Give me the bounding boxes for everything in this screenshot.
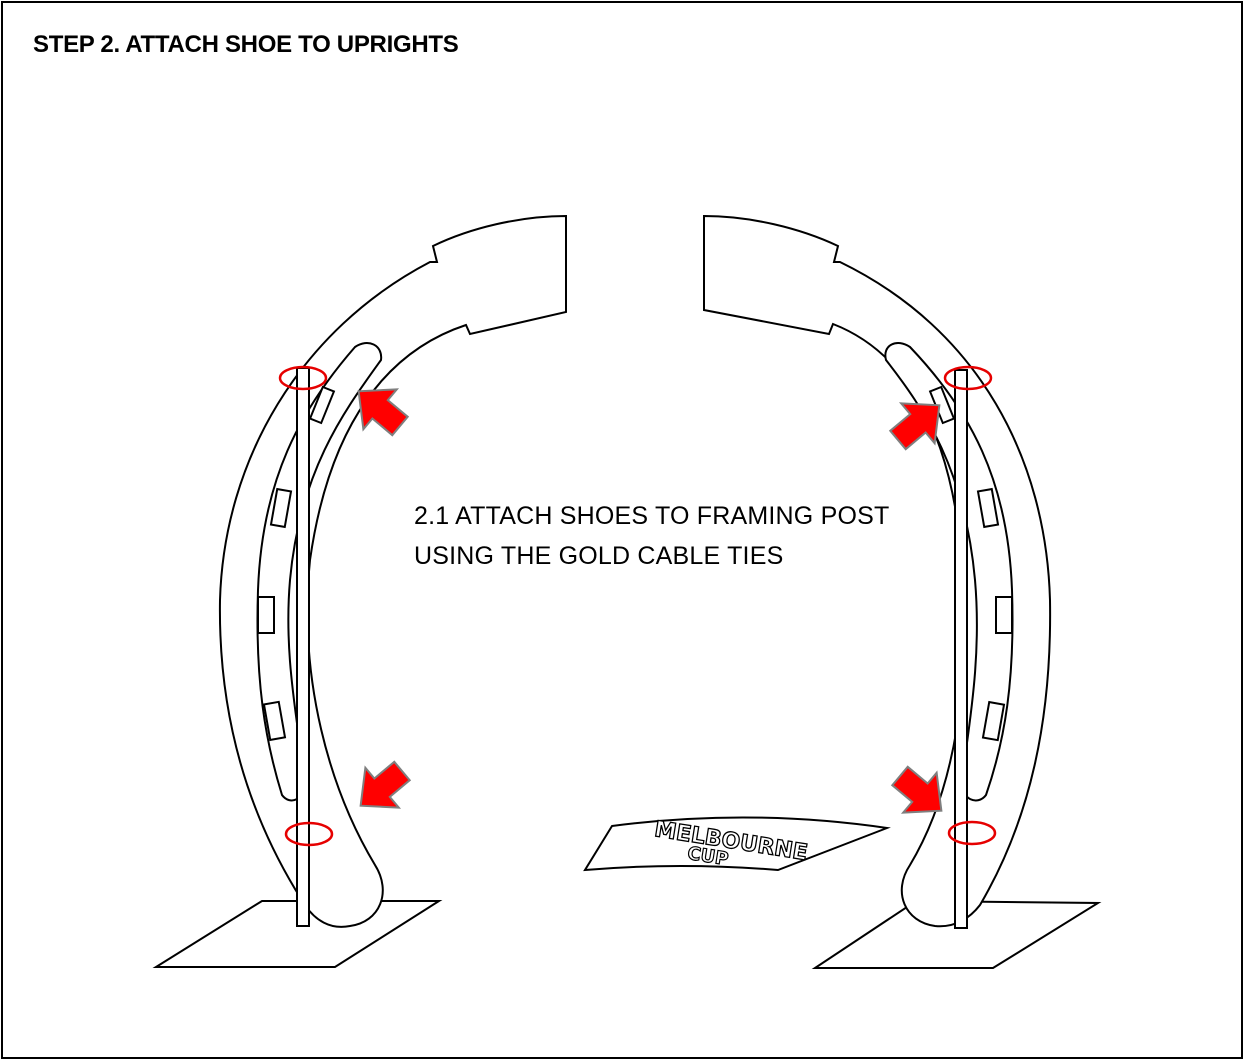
right-framing-post	[954, 369, 968, 929]
banner-logo-line2: CUP	[686, 843, 730, 870]
melbourne-cup-banner: MELBOURNE CUP	[583, 816, 891, 872]
right-upright-assembly	[703, 214, 1102, 969]
instruction-text: 2.1 ATTACH SHOES TO FRAMING POST USING T…	[414, 496, 889, 576]
left-cable-tie-bottom	[284, 821, 334, 847]
instruction-line-2: USING THE GOLD CABLE TIES	[414, 542, 784, 570]
right-cable-tie-top	[943, 365, 993, 391]
left-upright-assembly	[152, 214, 567, 968]
left-cable-tie-top	[278, 365, 328, 391]
right-nail-holes	[928, 385, 1013, 742]
instruction-line-1: 2.1 ATTACH SHOES TO FRAMING POST	[414, 502, 890, 530]
left-framing-post	[296, 367, 310, 927]
left-nail-holes	[257, 385, 336, 742]
right-base-plate	[811, 899, 1102, 969]
left-bottom-arrow-icon	[342, 750, 420, 827]
step-title: STEP 2. ATTACH SHOE TO UPRIGHTS	[33, 31, 459, 58]
right-cable-tie-bottom	[947, 820, 997, 846]
banner-panel	[583, 816, 891, 872]
